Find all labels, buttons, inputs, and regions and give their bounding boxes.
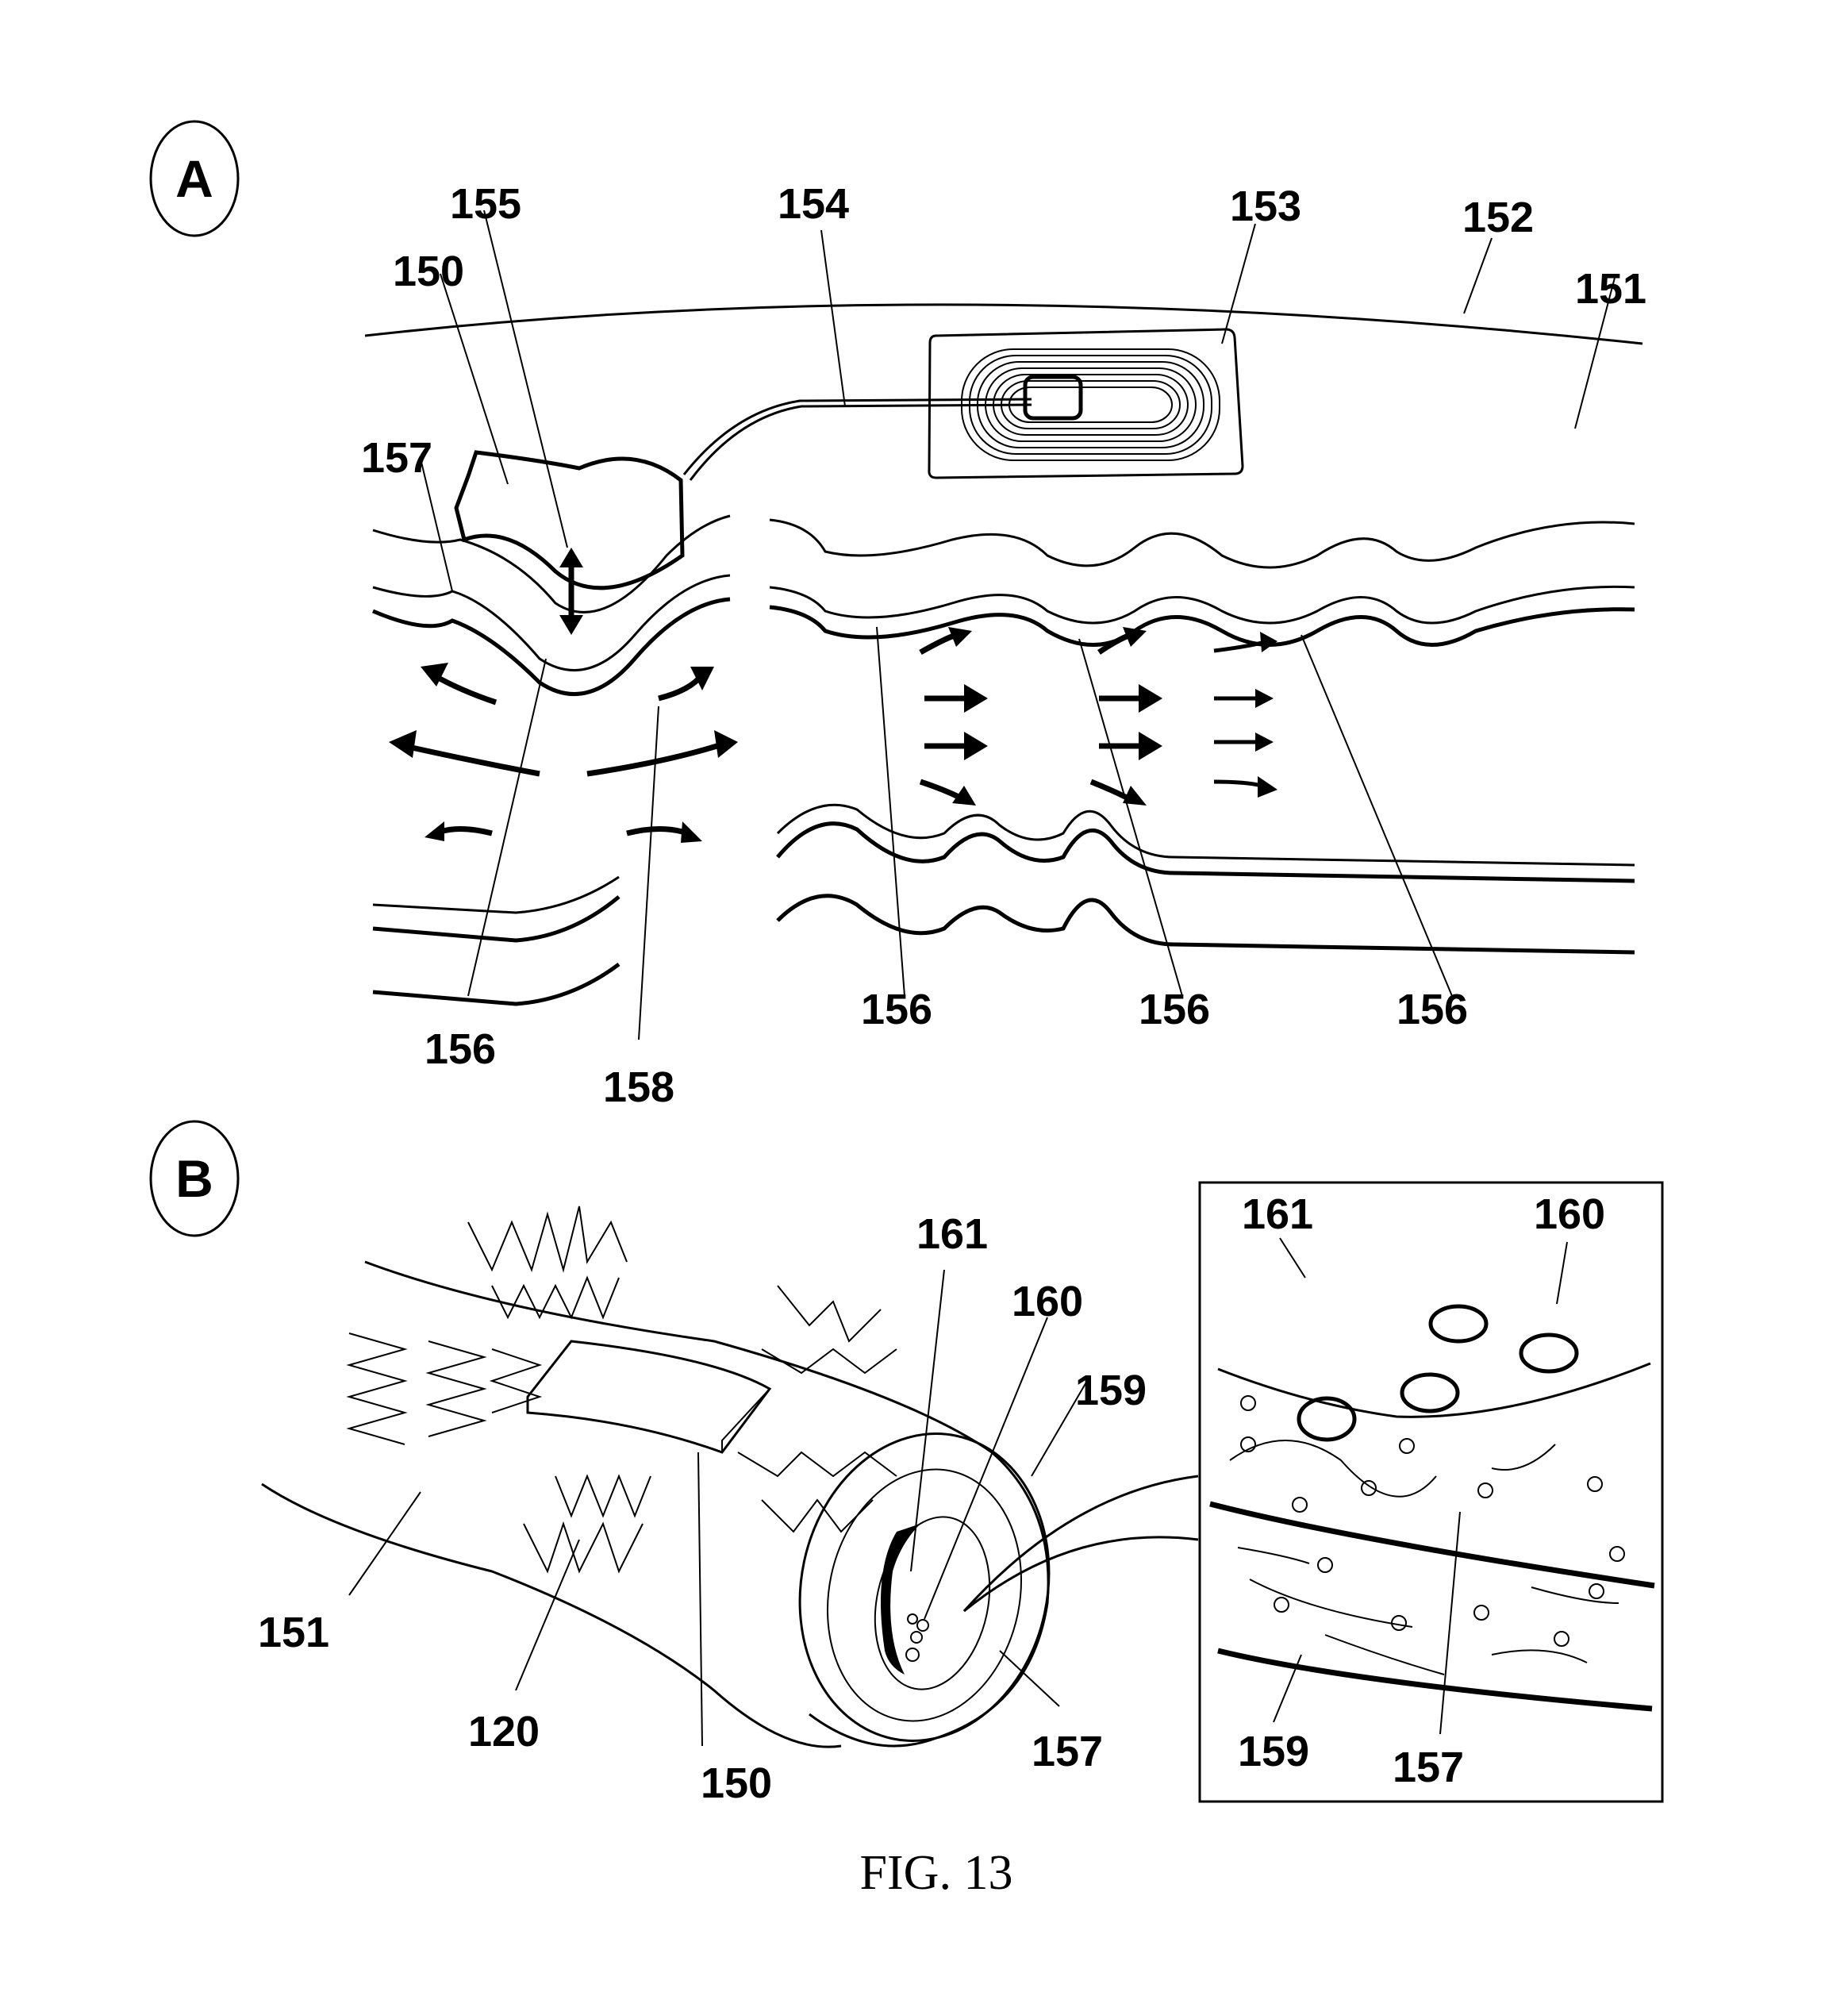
flow-arrows-right [919, 627, 1277, 806]
label-156-mid2: 156 [1139, 986, 1210, 1033]
label-151-b: 151 [258, 1609, 329, 1656]
label-152: 152 [1462, 194, 1534, 241]
tissue-spikes [346, 1206, 897, 1574]
figure-caption: FIG. 13 [860, 1846, 1013, 1900]
vessel-lumen [874, 1516, 991, 1690]
label-120: 120 [468, 1708, 540, 1755]
label-151: 151 [1575, 265, 1646, 313]
panel-a: A [149, 120, 1646, 1111]
label-158: 158 [603, 1063, 674, 1111]
inset-label-160: 160 [1534, 1190, 1605, 1238]
panel-b-badge [149, 1120, 240, 1237]
label-150: 150 [393, 248, 464, 295]
panel-b-letter: B [175, 1149, 213, 1208]
inset-label-159: 159 [1238, 1728, 1309, 1775]
label-159: 159 [1075, 1367, 1147, 1414]
vessel-wall-top [769, 518, 1635, 569]
double-arrow-icon [559, 548, 583, 567]
lead-wire [689, 403, 1032, 481]
inset-frame [1198, 1181, 1664, 1803]
label-156-right: 156 [1397, 986, 1468, 1033]
vessel-outline [364, 1260, 1050, 1748]
vessel-ring-outer [798, 1432, 1051, 1742]
label-156-mid1: 156 [861, 986, 932, 1033]
implant-device-b [526, 1340, 772, 1454]
inset-callout [962, 1475, 1199, 1613]
label-157: 157 [361, 434, 432, 482]
label-153: 153 [1230, 183, 1301, 230]
skin-surface-line [364, 303, 1643, 345]
inset-label-157: 157 [1393, 1744, 1464, 1791]
panel-b-leaders [348, 1269, 1088, 1747]
receiver-coil-pad [928, 328, 1244, 479]
flow-arrows-left [389, 663, 738, 843]
label-156-left: 156 [425, 1025, 496, 1073]
panel-a-leaders [420, 210, 1616, 1040]
label-154: 154 [778, 180, 849, 228]
panel-a-badge [149, 120, 240, 237]
label-160: 160 [1012, 1278, 1083, 1325]
label-161: 161 [916, 1210, 988, 1258]
implant-device [454, 450, 685, 590]
histology-inset: 161 160 159 157 [1198, 1181, 1664, 1803]
label-157-b: 157 [1032, 1728, 1103, 1775]
inset-label-161: 161 [1242, 1190, 1313, 1238]
panel-b: B [149, 1120, 1664, 1807]
label-155: 155 [450, 180, 521, 228]
panel-a-letter: A [175, 149, 213, 208]
label-150-b: 150 [701, 1759, 772, 1807]
